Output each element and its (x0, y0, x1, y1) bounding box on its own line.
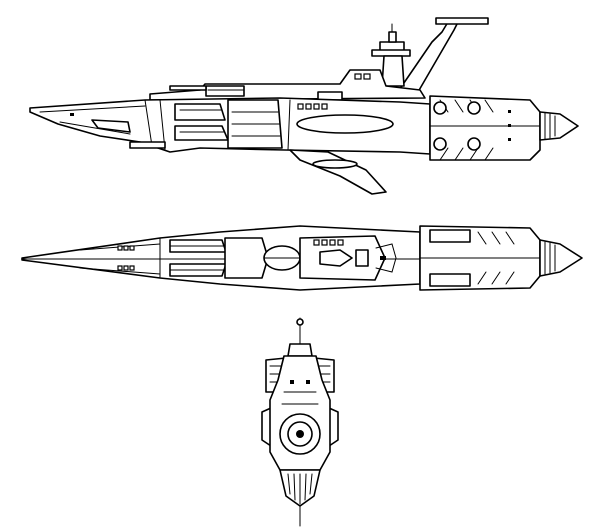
top-view (21, 225, 583, 291)
side-view-mast (371, 17, 489, 97)
top-view-forward-windows (117, 245, 135, 271)
side-view-engine (429, 95, 579, 161)
side-view-ventral-fin (289, 149, 387, 195)
top-view-turrets (169, 237, 301, 279)
top-view-engine (419, 225, 583, 291)
side-view-hull (29, 97, 431, 155)
front-view-body (269, 355, 331, 471)
front-view (261, 317, 339, 527)
side-view (29, 17, 579, 195)
side-view-portholes (297, 103, 328, 110)
front-view-keel (279, 469, 321, 527)
top-view-deck (299, 235, 397, 281)
front-view-antenna (287, 317, 313, 357)
side-view-turret (169, 85, 245, 97)
